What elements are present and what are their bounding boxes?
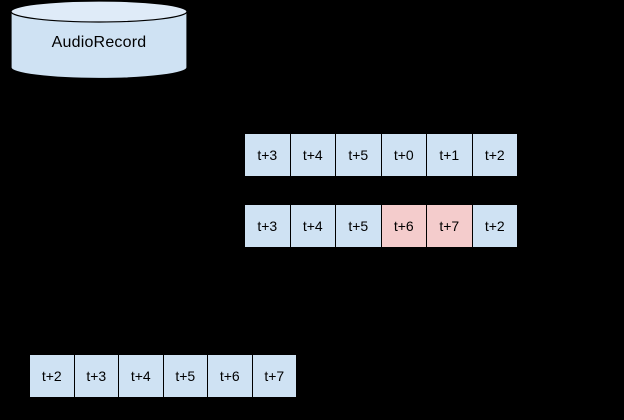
buffer-row-top: t+3 t+4 t+5 t+0 t+1 t+2: [244, 133, 518, 177]
buffer-row-middle: t+3 t+4 t+5 t+6 t+7 t+2: [244, 204, 518, 248]
buffer-cell: t+2: [29, 354, 75, 398]
buffer-cell: t+5: [335, 133, 382, 177]
buffer-row-bottom: t+2 t+3 t+4 t+5 t+6 t+7: [29, 354, 297, 398]
cylinder-icon: [10, 0, 188, 80]
buffer-cell: t+5: [162, 354, 208, 398]
audiorecord-cylinder: AudioRecord: [10, 0, 188, 80]
buffer-cell: t+2: [471, 204, 518, 248]
buffer-cell: t+5: [335, 204, 382, 248]
buffer-cell: t+4: [289, 204, 336, 248]
buffer-cell-highlighted: t+7: [426, 204, 473, 248]
buffer-cell: t+3: [244, 204, 291, 248]
buffer-cell: t+1: [426, 133, 473, 177]
buffer-cell-highlighted: t+6: [380, 204, 427, 248]
buffer-cell: t+3: [73, 354, 119, 398]
buffer-cell: t+2: [471, 133, 518, 177]
buffer-cell: t+4: [118, 354, 164, 398]
buffer-cell: t+6: [207, 354, 253, 398]
buffer-cell: t+3: [244, 133, 291, 177]
buffer-cell: t+0: [380, 133, 427, 177]
cylinder-label: AudioRecord: [51, 34, 147, 51]
buffer-cell: t+7: [251, 354, 297, 398]
buffer-cell: t+4: [289, 133, 336, 177]
